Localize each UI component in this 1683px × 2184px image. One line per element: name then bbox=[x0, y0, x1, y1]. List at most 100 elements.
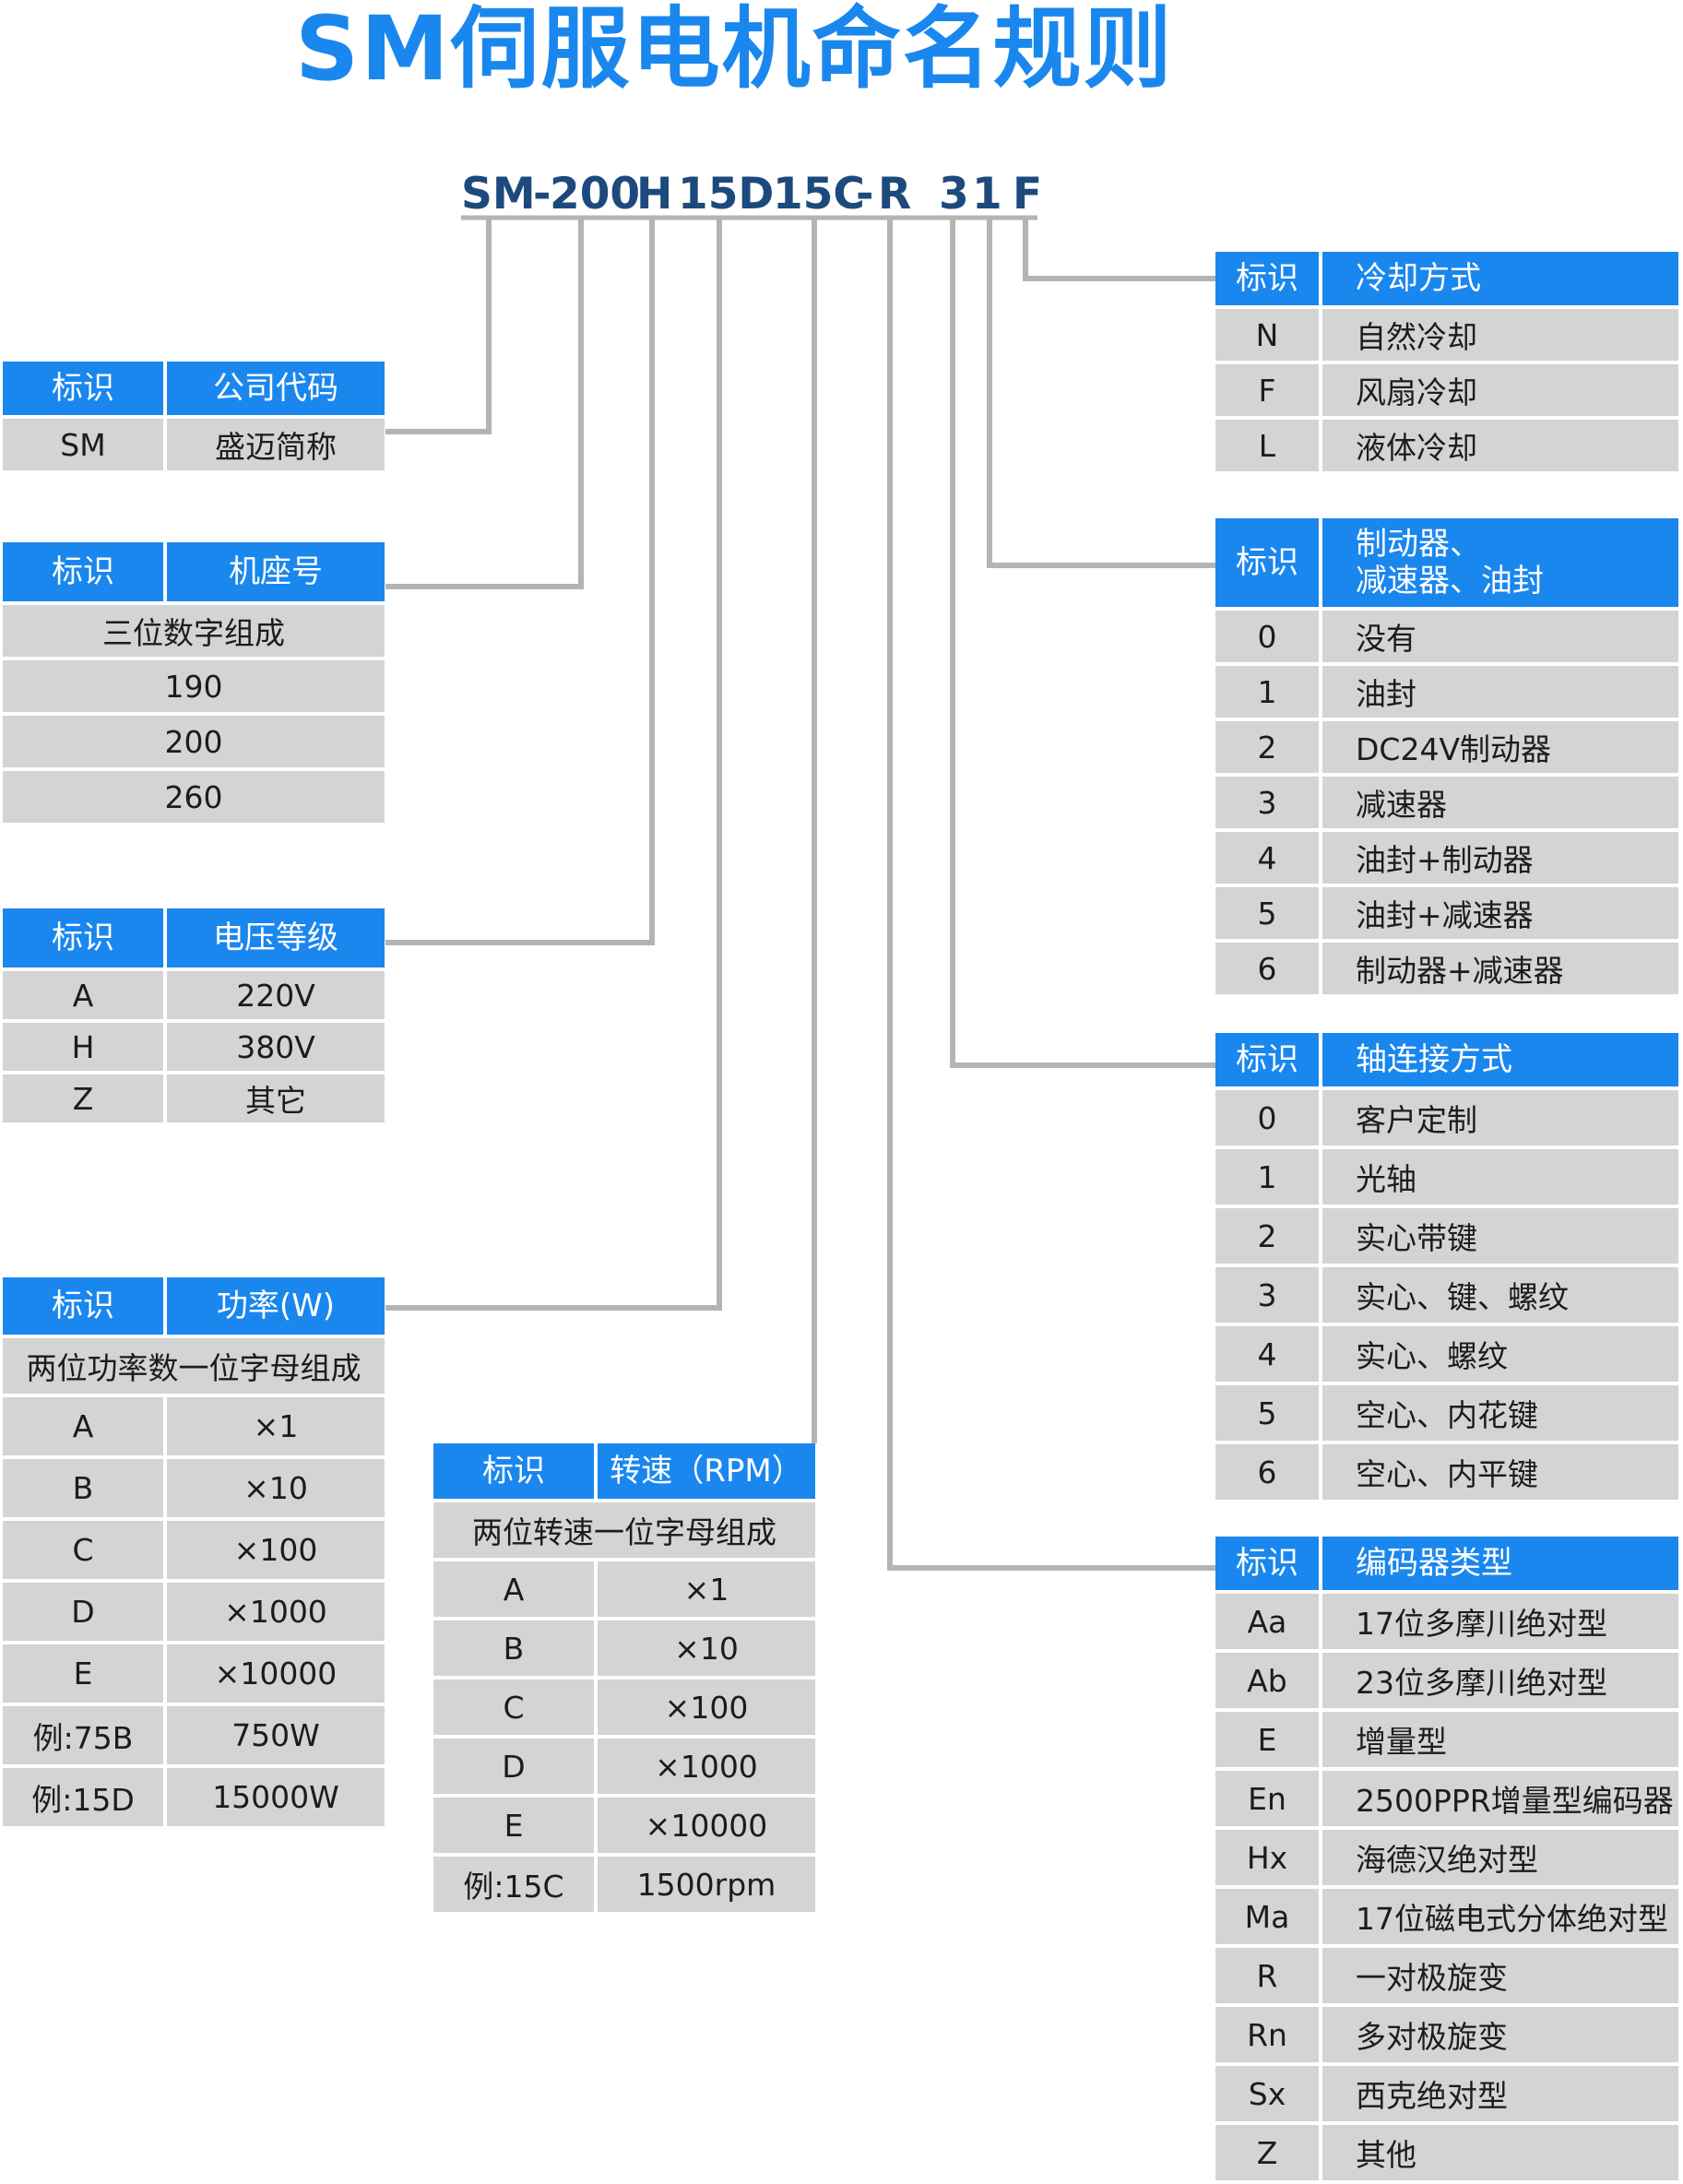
table-row: 260 bbox=[3, 771, 385, 823]
table-row: E ×10000 bbox=[3, 1644, 385, 1703]
table-cell: ×10 bbox=[167, 1459, 385, 1517]
table-row: 例:15C 1500rpm bbox=[433, 1857, 815, 1912]
table-cell: 西克绝对型 bbox=[1322, 2066, 1678, 2121]
table-cell: 3 bbox=[1215, 777, 1319, 828]
table-row: 两位功率数一位字母组成 bbox=[3, 1338, 385, 1394]
table-cell: ×1 bbox=[598, 1561, 815, 1617]
table-header: 标识 公司代码 bbox=[3, 362, 385, 415]
table-cell: 没有 bbox=[1322, 611, 1678, 662]
table-cell: 空心、内平键 bbox=[1322, 1444, 1678, 1500]
header-cell: 标识 bbox=[433, 1443, 594, 1499]
header-cell: 冷却方式 bbox=[1322, 252, 1678, 305]
table-cell: ×10000 bbox=[167, 1644, 385, 1703]
table-cell: 油封+减速器 bbox=[1322, 887, 1678, 939]
table-cell: Ab bbox=[1215, 1653, 1319, 1708]
table-cell: 1500rpm bbox=[598, 1857, 815, 1912]
table-row: E ×10000 bbox=[433, 1798, 815, 1853]
header-cell: 转速（RPM） bbox=[598, 1443, 815, 1499]
table-row: 5 空心、内花键 bbox=[1215, 1385, 1678, 1441]
page-title: SM伺服电机命名规则 bbox=[295, 0, 1174, 101]
header-cell: 电压等级 bbox=[167, 908, 385, 967]
header-cell: 公司代码 bbox=[167, 362, 385, 415]
table-cell: 17位多摩川绝对型 bbox=[1322, 1594, 1678, 1649]
table-cell: 例:15D bbox=[3, 1768, 163, 1826]
table-header: 标识 功率(W) bbox=[3, 1277, 385, 1335]
table-cell: A bbox=[3, 971, 163, 1019]
header-cell: 标识 bbox=[3, 908, 163, 967]
table-row: L 液体冷却 bbox=[1215, 420, 1678, 471]
header-cell: 标识 bbox=[1215, 1537, 1319, 1590]
table-cell: 220V bbox=[167, 971, 385, 1019]
table-row: A ×1 bbox=[433, 1561, 815, 1617]
table-cell: H bbox=[3, 1023, 163, 1071]
table-cell: 三位数字组成 bbox=[3, 605, 385, 657]
table-row: B ×10 bbox=[3, 1459, 385, 1517]
table-row: N 自然冷却 bbox=[1215, 309, 1678, 361]
table-cell: 制动器+减速器 bbox=[1322, 943, 1678, 994]
connector-cooling bbox=[1023, 218, 1215, 281]
table-cell: 0 bbox=[1215, 611, 1319, 662]
table-row: E 增量型 bbox=[1215, 1712, 1678, 1767]
table-power: 标识 功率(W) 两位功率数一位字母组成 A ×1 B ×10 C ×100 D… bbox=[3, 1277, 385, 1830]
table-header: 标识 机座号 bbox=[3, 542, 385, 601]
table-row: Rn 多对极旋变 bbox=[1215, 2007, 1678, 2062]
table-cell: 两位转速一位字母组成 bbox=[433, 1502, 815, 1558]
table-cell: 例:15C bbox=[433, 1857, 594, 1912]
table-row: A ×1 bbox=[3, 1397, 385, 1455]
table-cell: ×1000 bbox=[598, 1739, 815, 1794]
code-encoder: R bbox=[878, 169, 912, 220]
table-cell: 3 bbox=[1215, 1267, 1319, 1323]
table-cooling: 标识 冷却方式 N 自然冷却 F 风扇冷却 L 液体冷却 bbox=[1215, 252, 1678, 475]
table-cell: 自然冷却 bbox=[1322, 309, 1678, 361]
table-cell: 23位多摩川绝对型 bbox=[1322, 1653, 1678, 1708]
table-cell: Sx bbox=[1215, 2066, 1319, 2121]
table-row: H 380V bbox=[3, 1023, 385, 1071]
table-cell: 2500PPR增量型编码器 bbox=[1322, 1771, 1678, 1826]
header-cell: 标识 bbox=[1215, 252, 1319, 305]
code-shaft: 3 bbox=[939, 169, 969, 220]
table-cell: 实心、螺纹 bbox=[1322, 1326, 1678, 1382]
header-cell: 标识 bbox=[3, 1277, 163, 1335]
table-cell: Z bbox=[3, 1074, 163, 1122]
table-cell: ×10000 bbox=[598, 1798, 815, 1853]
table-cell: B bbox=[3, 1459, 163, 1517]
table-cell: 4 bbox=[1215, 832, 1319, 884]
table-row: 3 减速器 bbox=[1215, 777, 1678, 828]
table-cell: Hx bbox=[1215, 1830, 1319, 1885]
table-row: SM 盛迈简称 bbox=[3, 419, 385, 470]
code-dash: - bbox=[856, 169, 874, 220]
table-cell: F bbox=[1215, 364, 1319, 416]
table-cell: 6 bbox=[1215, 943, 1319, 994]
table-row: 6 空心、内平键 bbox=[1215, 1444, 1678, 1500]
table-cell: 190 bbox=[3, 660, 385, 712]
table-header: 标识 冷却方式 bbox=[1215, 252, 1678, 305]
table-cell: ×100 bbox=[598, 1680, 815, 1735]
table-row: 1 油封 bbox=[1215, 666, 1678, 718]
table-cell: 17位磁电式分体绝对型 bbox=[1322, 1889, 1678, 1944]
table-row: 200 bbox=[3, 716, 385, 767]
table-cell: 1 bbox=[1215, 666, 1319, 718]
table-row: Z 其他 bbox=[1215, 2125, 1678, 2180]
connector-encoder bbox=[887, 218, 1215, 1571]
table-row: 两位转速一位字母组成 bbox=[433, 1502, 815, 1558]
table-row: 3 实心、键、螺纹 bbox=[1215, 1267, 1678, 1323]
table-cell: 5 bbox=[1215, 1385, 1319, 1441]
table-shaft-connection: 标识 轴连接方式 0 客户定制 1 光轴 2 实心带键 3 实心、键、螺纹 4 … bbox=[1215, 1033, 1678, 1503]
table-row: D ×1000 bbox=[433, 1739, 815, 1794]
table-row: 例:75B 750W bbox=[3, 1706, 385, 1764]
table-row: Z 其它 bbox=[3, 1074, 385, 1122]
table-cell: SM bbox=[3, 419, 163, 470]
table-row: 例:15D 15000W bbox=[3, 1768, 385, 1826]
table-cell: Z bbox=[1215, 2125, 1319, 2180]
connector-frame bbox=[385, 218, 584, 589]
table-frame-size: 标识 机座号 三位数字组成 190 200 260 bbox=[3, 542, 385, 826]
table-row: 2 实心带键 bbox=[1215, 1208, 1678, 1264]
code-speed: 15C bbox=[773, 169, 865, 220]
table-cell: ×10 bbox=[598, 1620, 815, 1676]
table-voltage: 标识 电压等级 A 220V H 380V Z 其它 bbox=[3, 908, 385, 1126]
table-cell: 实心、键、螺纹 bbox=[1322, 1267, 1678, 1323]
table-speed: 标识 转速（RPM） 两位转速一位字母组成 A ×1 B ×10 C ×100 … bbox=[433, 1443, 815, 1916]
table-cell: 油封+制动器 bbox=[1322, 832, 1678, 884]
table-row: 190 bbox=[3, 660, 385, 712]
code-voltage: H bbox=[636, 169, 673, 220]
